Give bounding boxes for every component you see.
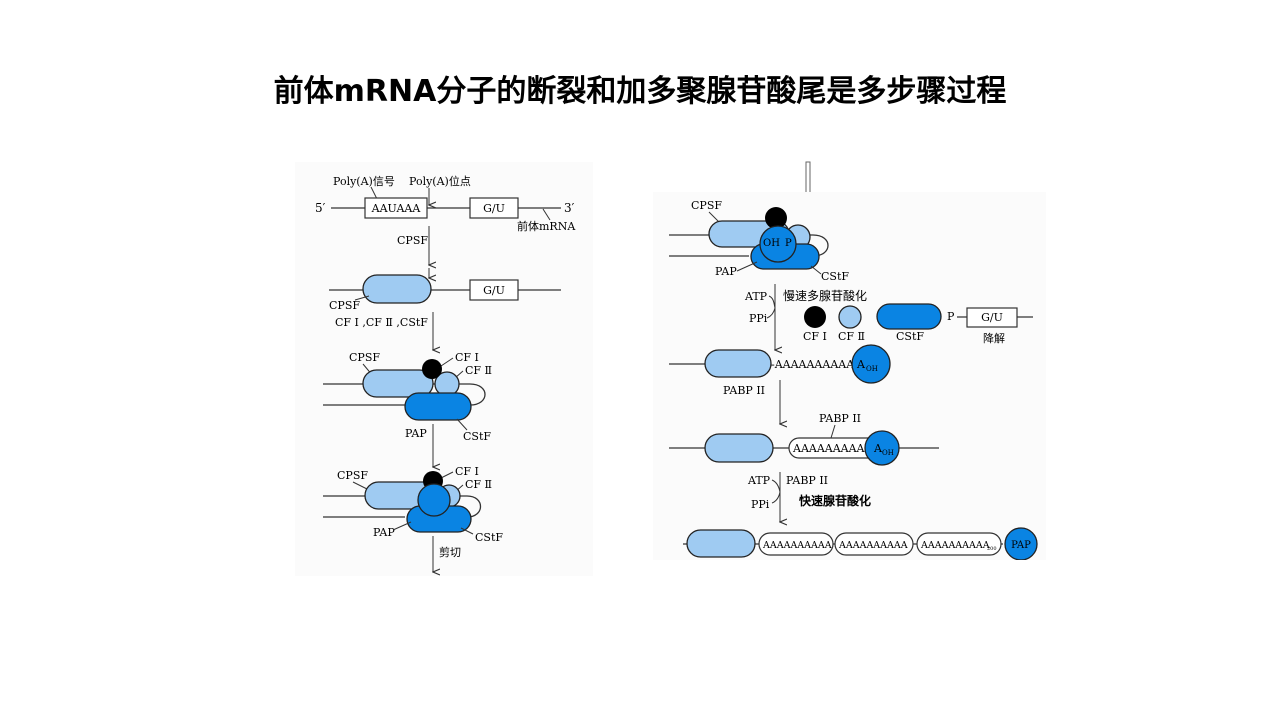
gu-box-2 [469,279,519,301]
oh-sub-label-r2: OH [866,365,878,373]
cf1-pointer-4 [440,471,454,479]
cpsf-blob-r2 [704,349,772,378]
cpsf-blob-2 [362,274,432,304]
pap-pointer-4 [392,521,412,531]
polya-short-label: -AAAAAAAAAA [771,358,855,371]
cstf-released-blob [876,303,942,330]
cpsf-pointer-2 [354,295,370,301]
gu-released-label: G/U [981,311,1003,324]
pap-label-4: PAP [373,526,395,539]
gu-released-box [966,307,1018,328]
cf-group-label: CF Ⅰ ,CF Ⅱ ,CStF [335,316,428,329]
cstf-label-3: CStF [463,430,491,443]
left-diagram-panel: Poly(A)信号 Poly(A)位点 5′ AAUAAA G/U 3′ 前体m… [295,162,593,576]
fast-polyadenylation-label: 快速腺苷酸化 [799,493,871,508]
cpsf-blob-r3 [704,433,774,463]
pabp2-segment-2 [834,532,914,556]
pap-circle-r1 [759,225,797,263]
aauaaa-label: AAUAAA [371,202,422,215]
cpsf-label-3: CPSF [349,351,380,364]
pabp2-segment-3 [916,532,1002,556]
pap-circle-r2 [851,344,891,384]
right-diagram: CPSF OH P PAP CStF ATP 慢速多腺苷酸化 PPi CF Ⅰ … [669,199,1038,561]
oh-sub-label-r3: OH [882,449,894,457]
slow-polyadenylation-label: 慢速多腺苷酸化 [783,288,867,303]
poly-a-site-label: Poly(A)位点 [409,174,471,188]
pre-mrna-label: 前体mRNA [517,219,576,233]
cstf-label-4: CStF [475,531,503,544]
cf1-circle-3 [422,359,442,379]
p-label-r1: P [785,238,792,249]
mrna-loop-3 [469,383,486,406]
pap-pointer-r1 [736,261,758,272]
pabp2-pointer [830,424,836,439]
a-oh-label-r3: A [873,442,883,455]
cf2-released-circle [838,305,862,329]
atp-label-r3: ATP [747,474,771,487]
cpsf-arrow-label: CPSF [397,234,428,247]
cpsf-blob-r4 [686,529,756,558]
pabp2-arrow-label: PABP II [723,384,765,397]
ppi-label-r1: PPi [749,312,768,325]
left-diagram: Poly(A)信号 Poly(A)位点 5′ AAUAAA G/U 3′ 前体m… [315,174,576,576]
cf2-label-4: CF Ⅱ [465,478,492,491]
segment-2-label: AAAAAAAAAA [838,540,908,551]
poly-a-signal-pointer [370,186,378,200]
p-released-label: P [947,310,955,323]
cpsf-label-4: CPSF [337,469,368,482]
cstf-label-r1: CStF [821,270,849,283]
polya-bound-label: AAAAAAAAA [792,442,866,455]
cf1-released-label: CF Ⅰ [803,330,827,343]
cstf-pointer-3 [456,418,468,431]
gu-label: G/U [483,202,505,215]
cpsf-label-r1: CPSF [691,199,722,212]
pap-circle-4 [417,483,451,517]
five-prime-label: 5′ [315,201,326,215]
atp-label-r1: ATP [744,290,768,303]
atp-curve-r1 [768,295,776,309]
ppi-curve-r1 [766,307,776,319]
pabp2-arrow2-label: PABP II [786,474,828,487]
pabp2-bound-label: PABP II [819,412,861,425]
pap-label-r1: PAP [715,265,737,278]
oh-label-r1: OH [763,238,780,249]
aauaaa-box [364,197,428,219]
cf1-circle-r1 [765,207,787,229]
a-oh-label-r2: A [856,358,866,371]
cf1-pointer-3 [440,357,454,367]
cf1-label-3: CF Ⅰ [455,351,479,364]
pap-circle-r3 [864,430,900,466]
gu-label-2: G/U [483,284,505,297]
ppi-label-r3: PPi [751,498,770,511]
cpsf-label-2: CPSF [329,299,360,312]
gu-box [469,197,519,219]
cleave-label: 剪切 [439,545,461,559]
three-prime-label: 3′ [564,201,575,215]
cf1-released-circle [804,306,826,328]
segment-3-sub: 200 [987,546,997,552]
atp-curve-r3 [771,479,781,493]
slide-title: 前体mRNA分子的断裂和加多聚腺苷酸尾是多步骤过程 [273,74,1007,109]
segment-3-label: AAAAAAAAAA [920,540,990,551]
pap-label-3: PAP [405,427,427,440]
cstf-blob-3 [404,392,472,421]
pap-end-label: PAP [1011,540,1031,551]
poly-a-signal-label: Poly(A)信号 [333,175,395,188]
cstf-released-label: CStF [896,330,924,343]
ppi-curve-r3 [771,491,781,504]
segment-1-label: AAAAAAAAAA [762,540,832,551]
cpsf-blob-3 [362,369,434,398]
cstf-pointer-4 [460,527,474,535]
right-diagram-panel: CPSF OH P PAP CStF ATP 慢速多腺苷酸化 PPi CF Ⅰ … [653,192,1046,561]
cstf-pointer-r1 [810,265,822,275]
degrade-label: 降解 [983,331,1005,345]
pabp2-segment-1 [758,532,834,556]
cf1-label-4: CF Ⅰ [455,465,479,478]
cf2-label-3: CF Ⅱ [465,364,492,377]
pre-mrna-pointer [542,208,551,221]
cf2-released-label: CF Ⅱ [838,330,865,343]
